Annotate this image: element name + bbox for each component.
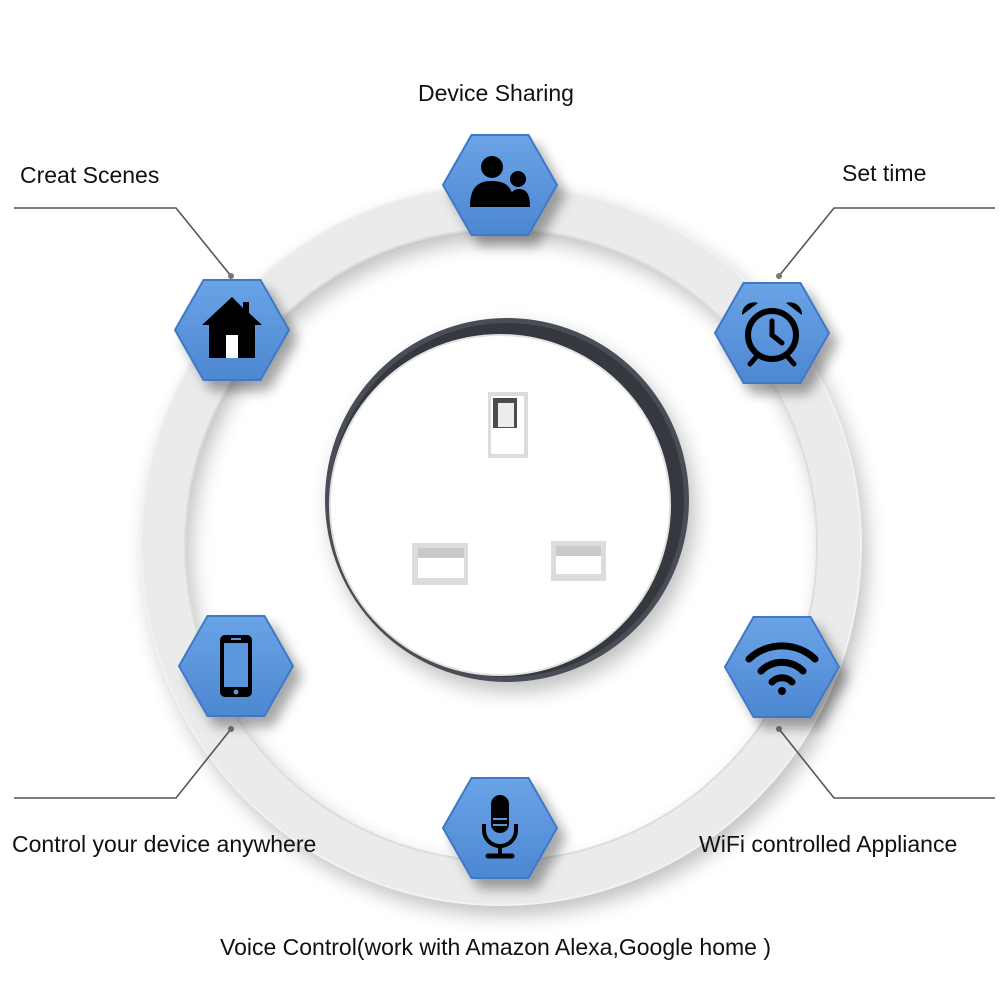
wifi-icon [745, 642, 819, 695]
label-device-sharing: Device Sharing [418, 80, 574, 106]
people-icon [470, 156, 530, 207]
earth-slot [488, 392, 528, 458]
leader-line-control-anywhere [14, 728, 232, 799]
hex-wifi [723, 616, 841, 718]
leader-line-set-time [778, 207, 995, 277]
alarm-clock-icon [741, 302, 803, 367]
label-voice-control: Voice Control(work with Amazon Alexa,Goo… [220, 934, 771, 960]
hex-voice-control [441, 777, 559, 879]
live-slot [412, 543, 468, 585]
leader-lines [14, 207, 995, 799]
label-creat-scenes: Creat Scenes [20, 162, 160, 188]
hex-creat-scenes [173, 279, 291, 381]
neutral-slot [551, 541, 606, 581]
hex-device-sharing [441, 134, 559, 236]
leader-line-wifi [778, 728, 995, 799]
microphone-icon [482, 795, 518, 859]
label-wifi-controlled: WiFi controlled Appliance [699, 831, 958, 857]
house-icon [202, 297, 262, 358]
leader-line-creat-scenes [14, 207, 232, 277]
label-set-time: Set time [842, 160, 927, 186]
label-control-anywhere: Control your device anywhere [12, 831, 317, 857]
socket-face [325, 318, 689, 682]
smartphone-icon [220, 635, 252, 697]
hex-set-time [713, 282, 831, 384]
hex-control-anywhere [177, 615, 295, 717]
